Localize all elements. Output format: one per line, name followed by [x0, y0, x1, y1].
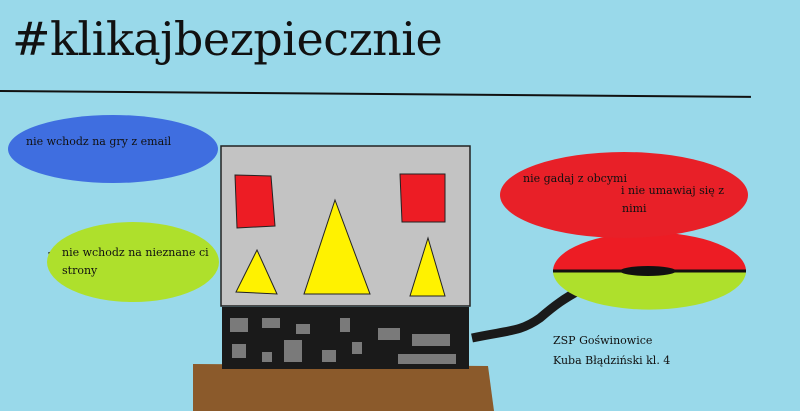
mouse-cable: [471, 286, 583, 343]
keyboard-keys: [230, 318, 456, 364]
mouse-wheel: [620, 266, 676, 276]
red-bubble-text-line1: nie gadaj z obcymi: [523, 172, 627, 185]
red-bubble-text-line2: i nie umawiaj się z: [621, 184, 725, 197]
signature-school: ZSP Goświnowice: [553, 334, 653, 347]
page-title: #klikajbezpiecznie: [12, 12, 443, 66]
speech-bubble-blue: [8, 115, 218, 183]
signature-author: Kuba Błądziński kl. 4: [553, 354, 671, 367]
speech-bubble-green: [47, 222, 219, 302]
speech-bubble-red: [500, 152, 748, 238]
desk: [193, 364, 494, 411]
blue-bubble-text: nie wchodz na gry z email: [26, 135, 172, 148]
green-bubble-text-line2: strony: [62, 264, 98, 277]
mouse-bottom: [553, 271, 746, 310]
red-bubble-text-line3: nimi: [622, 202, 647, 215]
yellow-triangle-left: [235, 248, 278, 295]
red-square-left: [234, 174, 276, 229]
mouse-top: [553, 232, 746, 271]
yellow-triangle-center: [303, 198, 371, 295]
green-bubble-text-line1: nie wchodz na nieznane ci: [62, 246, 209, 259]
red-square-right: [399, 173, 446, 223]
yellow-triangle-right: [409, 236, 446, 297]
